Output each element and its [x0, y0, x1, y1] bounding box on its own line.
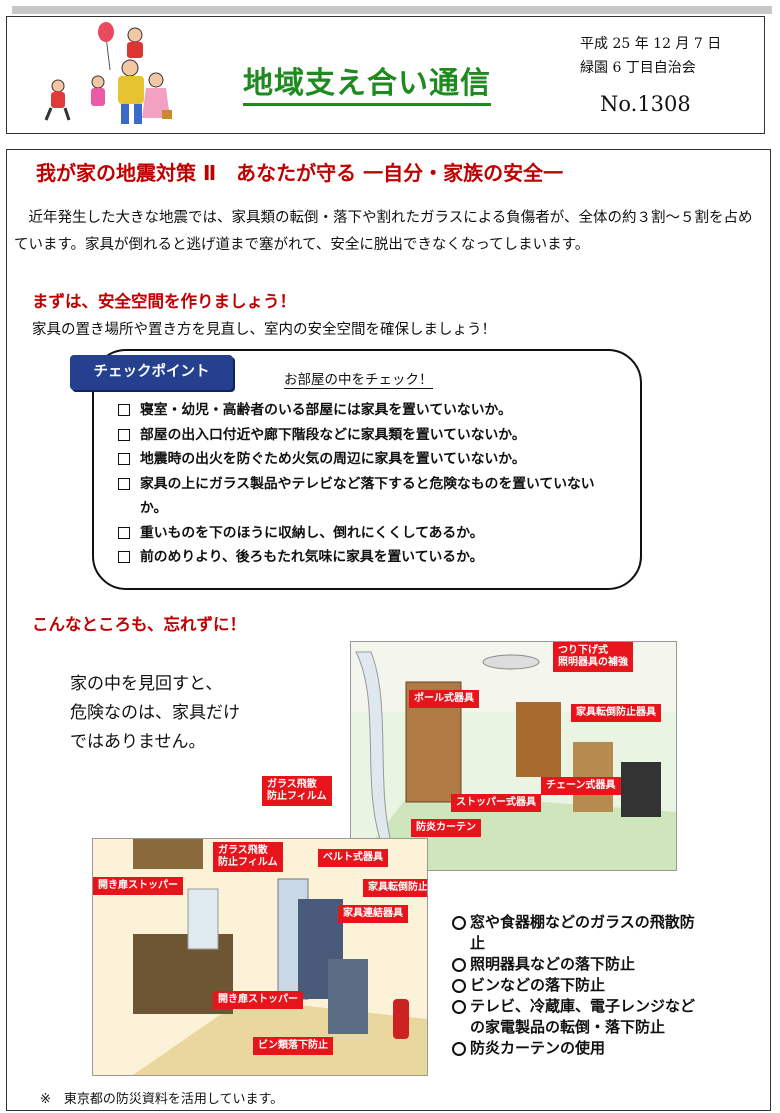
room-drawing — [351, 642, 676, 870]
family-illustration — [44, 22, 172, 124]
checklist-item: 地震時の出火を防ぐため火気の周辺に家具を置いていないか。 — [118, 447, 618, 472]
footnote: ※ 東京都の防災資料を活用しています。 — [40, 1092, 284, 1107]
prevention-list: 窓や食器棚などのガラスの飛散防止 照明器具などの落下防止 ビンなどの落下防止 テ… — [452, 912, 702, 1059]
main-frame — [6, 149, 771, 1111]
circle-bullet-icon — [452, 1000, 466, 1014]
circle-bullet-icon — [452, 1042, 466, 1056]
checkbox-icon — [118, 477, 130, 490]
checkbox-icon — [118, 428, 130, 441]
label-pole: ポール式器具 — [409, 690, 479, 708]
checkbox-icon — [118, 404, 130, 416]
newsletter-title: 地域支え合い通信 — [243, 58, 491, 106]
section1-heading: まずは、安全空間を作りましょう！ — [32, 292, 296, 311]
label-connector: 家具連結器具 — [338, 905, 408, 923]
header-frame — [6, 16, 765, 134]
checkbox-icon — [118, 526, 130, 539]
organization-name: 緑園 6 丁目自治会 — [580, 60, 696, 76]
label-furniture-guard-kitchen: 家具転倒防止器具 — [363, 879, 427, 897]
section2-lines: 家の中を見回すと、 危険なのは、家具だけ ではありません。 — [70, 674, 240, 752]
label-bottle: ビン類落下防止 — [253, 1037, 333, 1055]
label-curtain: 防炎カーテン — [411, 819, 481, 837]
checklist-item: 前のめりより、後ろもたれ気味に家具を置いているか。 — [118, 545, 618, 570]
list-item: 照明器具などの落下防止 — [452, 954, 702, 975]
circle-bullet-icon — [452, 916, 466, 930]
label-ceiling-light: つり下げ式 照明器具の補強 — [553, 642, 633, 672]
kitchen-illustration: ガラス飛散 防止フィルム ベルト式器具 開き扉ストッパー 家具転倒防止器具 家具… — [92, 838, 428, 1076]
section2-heading: こんなところも、忘れずに！ — [32, 615, 247, 634]
checklist-item: 重いものを下のほうに収納し、倒れにくくしてあるか。 — [118, 521, 618, 546]
label-stopper: ストッパー式器具 — [451, 794, 541, 812]
checkbox-icon — [118, 551, 130, 563]
kitchen-drawing — [133, 839, 427, 1075]
list-item: 窓や食器棚などのガラスの飛散防止 — [452, 912, 702, 954]
label-chain: チェーン式器具 — [541, 777, 621, 795]
checkbox-icon — [118, 453, 130, 465]
checkpoint-badge: チェックポイント — [70, 355, 233, 390]
checklist-item: 寝室・幼児・高齢者のいる部屋には家具を置いていないか。 — [118, 398, 618, 423]
list-item: 防炎カーテンの使用 — [452, 1038, 702, 1059]
circle-bullet-icon — [452, 958, 466, 972]
checklist-frame — [92, 349, 642, 590]
label-glass-film-room: ガラス飛散 防止フィルム — [262, 776, 332, 806]
checklist-subtitle: お部屋の中をチェック！ — [284, 368, 433, 389]
room-illustration: つり下げ式 照明器具の補強 ポール式器具 家具転倒防止器具 チェーン式器具 スト… — [350, 641, 677, 871]
circle-bullet-icon — [452, 979, 466, 993]
checklist: 寝室・幼児・高齢者のいる部屋には家具を置いていないか。 部屋の出入口付近や廊下階… — [118, 398, 618, 570]
issue-date: 平成 25 年 12 月 7 日 — [580, 36, 722, 52]
list-item: ビンなどの落下防止 — [452, 975, 702, 996]
intro-paragraph: 近年発生した大きな地震では、家具類の転倒・落下や割れたガラスによる負傷者が、全体… — [14, 210, 753, 253]
top-decor-bar — [12, 6, 772, 14]
article-heading: 我が家の地震対策 Ⅱ あなたが守る 一自分・家族の安全一 — [36, 161, 564, 185]
label-belt: ベルト式器具 — [318, 849, 388, 867]
label-door-stopper-bottom: 開き扉ストッパー — [213, 991, 303, 1009]
label-door-stopper-top: 開き扉ストッパー — [93, 877, 183, 895]
issue-number: No.1308 — [600, 92, 691, 116]
list-item: テレビ、冷蔵庫、電子レンジなどの家電製品の転倒・落下防止 — [452, 996, 702, 1038]
label-glass-film-kitchen: ガラス飛散 防止フィルム — [213, 842, 283, 872]
checklist-item: 部屋の出入口付近や廊下階段などに家具類を置いていないか。 — [118, 423, 618, 448]
section1-text: 家具の置き場所や置き方を見直し、室内の安全空間を確保しましょう！ — [32, 322, 496, 338]
label-furniture-guard: 家具転倒防止器具 — [571, 704, 661, 722]
checklist-item: 家具の上にガラス製品やテレビなど落下すると危険なものを置いていないか。 — [118, 472, 610, 521]
